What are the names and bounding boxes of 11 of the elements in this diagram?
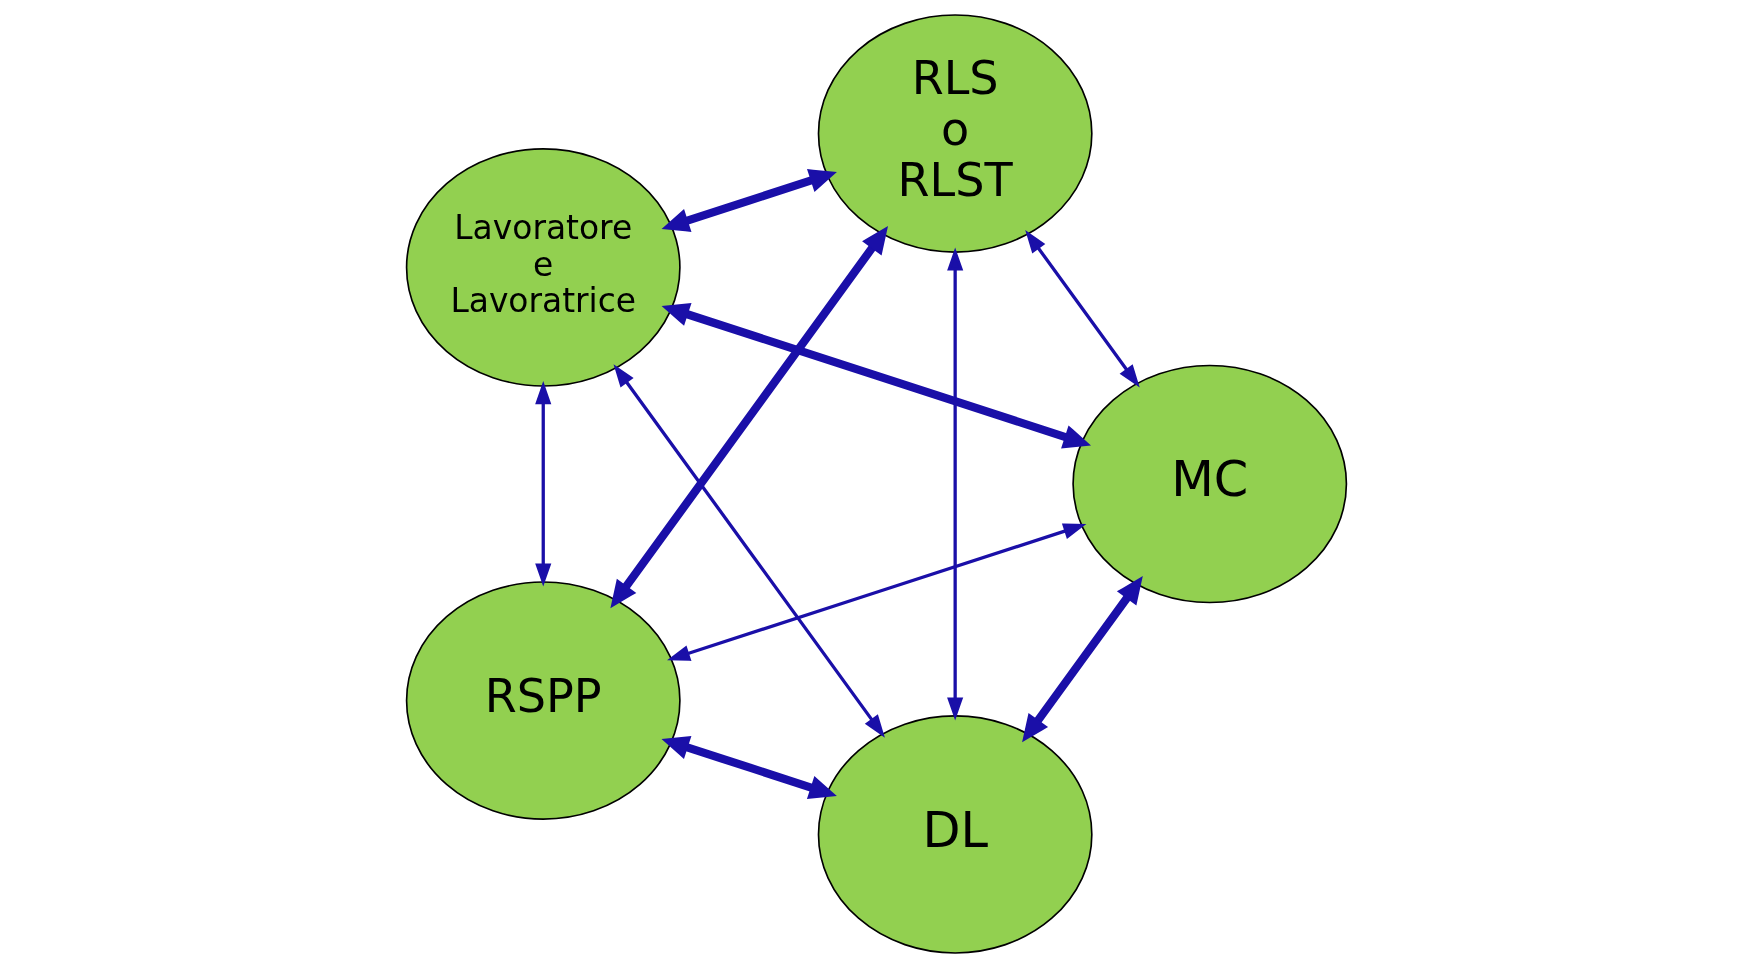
arrow	[609, 226, 888, 609]
arrow	[1021, 576, 1143, 743]
arrow	[946, 247, 963, 721]
arrow	[613, 364, 885, 738]
arrow	[666, 523, 1086, 661]
node-ellipse: RSPP	[405, 581, 681, 820]
arrow	[661, 302, 1091, 449]
arrow	[660, 736, 837, 799]
arrow	[661, 169, 837, 232]
arrow	[534, 381, 551, 587]
arrow	[1024, 230, 1140, 388]
